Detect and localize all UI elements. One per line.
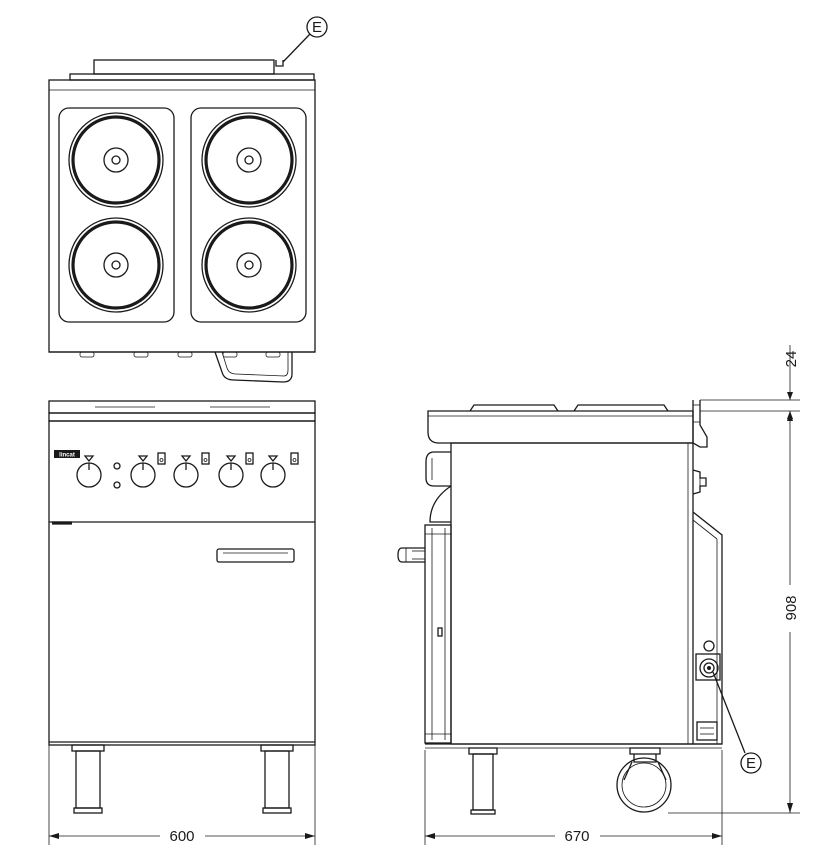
side-view-hotplate-1 [469, 404, 559, 412]
side-view-cable-gland [699, 658, 719, 678]
front-view-hob-top [48, 400, 316, 414]
oven-door-handle [216, 548, 295, 563]
top-connection-callout [306, 16, 328, 38]
side-connection-leader [712, 671, 746, 754]
hotplate-front-left [68, 217, 164, 313]
indicator-light-1 [113, 462, 121, 470]
top-view-left-hob-tray [58, 107, 175, 323]
width-dimension: 600 [48, 745, 316, 845]
top-view-knob-row [49, 351, 315, 358]
top-thickness-label: 24 [783, 351, 800, 368]
front-left-foot [75, 750, 101, 809]
top-connection-label: E [312, 19, 322, 36]
hotplate-front-right [201, 217, 297, 313]
side-view-rear-panel [692, 511, 723, 745]
side-view-front-foot-collar [468, 747, 498, 755]
side-view-castor-plate [629, 747, 661, 755]
height-dimension-label: 908 [783, 595, 800, 620]
front-view-body [48, 420, 316, 746]
top-view-door-handle [214, 351, 293, 383]
side-view-castor-wheel [616, 757, 672, 813]
front-view: lincat [48, 400, 316, 814]
side-view-door-handle [397, 547, 425, 563]
side-view-hotplate-2 [573, 404, 669, 412]
brand-plate [54, 450, 80, 458]
side-view-terminal-box [695, 653, 721, 681]
front-right-foot [264, 750, 290, 809]
control-knob-5 [260, 452, 299, 488]
depth-dimension: 670 [424, 750, 723, 845]
side-view-castor-fork [633, 754, 657, 763]
top-view-right-hob-tray [190, 107, 307, 323]
side-view-knob [425, 451, 451, 487]
width-dimension-label: 600 [169, 828, 194, 845]
side-view-terminal-indicator [703, 640, 715, 652]
top-view-rear-lip [69, 73, 315, 81]
top-connection-leader [282, 33, 311, 63]
control-knob-3 [173, 452, 210, 488]
side-view-rating-plate [696, 721, 718, 741]
top-view-backguard [93, 59, 275, 75]
side-view: E [397, 400, 762, 815]
side-view-rear-splash [692, 400, 708, 448]
side-view-body [450, 442, 694, 745]
hotplate-rear-right [201, 112, 297, 208]
depth-dimension-label: 670 [564, 828, 589, 845]
indicator-light-2 [113, 481, 121, 489]
side-view-oven-door [424, 524, 452, 744]
front-left-foot-collar [71, 744, 105, 752]
top-thickness-dimension: 24 [700, 345, 800, 420]
brand-plate-text: lincat [59, 453, 75, 459]
side-view-control-panel-edge [429, 485, 452, 523]
top-connection-point [275, 60, 284, 67]
front-view-hob-lip [48, 412, 316, 422]
control-knob-4 [218, 452, 254, 488]
side-view-rear-bracket-1 [692, 469, 707, 495]
hotplate-rear-left [68, 112, 164, 208]
side-connection-label: E [746, 755, 756, 772]
top-view: E [48, 16, 328, 383]
front-right-foot-collar [260, 744, 294, 752]
control-knob-2 [130, 452, 166, 488]
side-connection-callout [740, 752, 762, 774]
side-view-front-foot [472, 753, 494, 811]
control-knob-1 [76, 455, 102, 488]
